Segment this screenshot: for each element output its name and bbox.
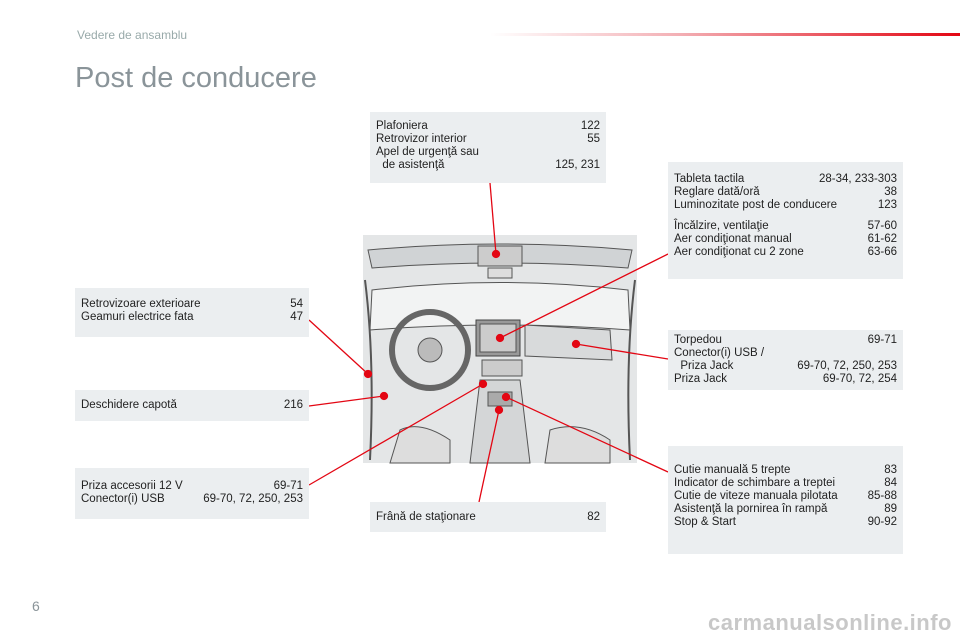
box-roof: Plafoniera 122 Retrovizor interior 55 Apel… — [370, 112, 606, 183]
pages: 90-92 — [867, 516, 897, 528]
label: Asistenţă la pornirea în rampă — [674, 503, 828, 515]
label: Aer condiţionat cu 2 zone — [674, 246, 804, 258]
dashboard-drawing — [363, 235, 637, 464]
pages: 69-70, 72, 250, 253 — [203, 493, 303, 505]
pages: 47 — [290, 311, 303, 323]
pages: 84 — [884, 477, 897, 489]
pages: 55 — [587, 133, 600, 145]
pages: 85-88 — [867, 490, 897, 502]
label: Frână de staţionare — [376, 511, 476, 523]
label: Cutie manuală 5 trepte — [674, 464, 791, 476]
pages: 69-71 — [867, 334, 897, 346]
pages: 216 — [283, 399, 303, 411]
label: Reglare dată/oră — [674, 186, 760, 198]
label: Torpedou — [674, 334, 722, 346]
label: Aer condiţionat manual — [674, 233, 792, 245]
box-handbrake: Frână de staţionare 82 — [370, 502, 606, 532]
pages: 63-66 — [867, 246, 897, 258]
page-number: 6 — [32, 598, 40, 614]
pages: 125, 231 — [555, 159, 600, 171]
pages: 123 — [877, 199, 897, 211]
pages: 28-34, 233-303 — [818, 173, 897, 185]
label: Retrovizor interior — [376, 133, 467, 145]
box-socket: Priza accesorii 12 V 69-71 Conector(i) US… — [75, 468, 309, 519]
header-rule — [490, 33, 960, 36]
box-bonnet: Deschidere capotă 216 — [75, 390, 309, 421]
label: Stop & Start — [674, 516, 737, 528]
pages: 61-62 — [867, 233, 897, 245]
pages: 69-70, 72, 254 — [822, 373, 897, 385]
label: Priza Jack — [674, 373, 728, 385]
pages: 122 — [580, 120, 600, 132]
label: Priza Jack — [674, 360, 734, 372]
section-header: Vedere de ansamblu — [77, 28, 188, 42]
page-title: Post de conducere — [75, 62, 317, 94]
pages: 69-71 — [273, 480, 303, 492]
label: Priza accesorii 12 V — [81, 480, 183, 492]
label: Plafoniera — [376, 120, 428, 132]
pages: 89 — [884, 503, 897, 515]
box-mirrors: Retrovizoare exterioare 54 Geamuri electr… — [75, 288, 309, 337]
label: Geamuri electrice fata — [81, 311, 194, 323]
label: Conector(i) USB — [81, 493, 165, 505]
pages: 83 — [884, 464, 897, 476]
label: Indicator de schimbare a treptei — [674, 477, 836, 489]
label: de asistenţă — [376, 159, 445, 171]
label: Retrovizoare exterioare — [81, 298, 201, 310]
label: Deschidere capotă — [81, 399, 177, 411]
label: Apel de urgenţă sau — [376, 146, 479, 158]
watermark: carmanualsonline.info — [708, 610, 952, 635]
label: Cutie de viteze manuala pilotata — [674, 490, 838, 502]
pages: 69-70, 72, 250, 253 — [797, 360, 897, 372]
box-glovebox: Torpedou 69-71 Conector(i) USB / Priza Ja… — [668, 330, 903, 390]
pages: 38 — [884, 186, 897, 198]
label: Luminozitate post de conducere — [674, 199, 838, 211]
box-tablet-climate: Tableta tactila 28-34, 233-303 Reglare da… — [668, 162, 903, 279]
pages: 82 — [587, 511, 600, 523]
label: Conector(i) USB / — [674, 347, 765, 359]
leader-lines — [308, 182, 669, 503]
box-gearbox: Cutie manuală 5 trepte 83 Indicator de sc… — [668, 446, 903, 554]
pages: 54 — [290, 298, 303, 310]
pages: 57-60 — [867, 220, 897, 232]
label: Tableta tactila — [674, 173, 745, 185]
label: Încălzire, ventilaţie — [674, 220, 769, 232]
